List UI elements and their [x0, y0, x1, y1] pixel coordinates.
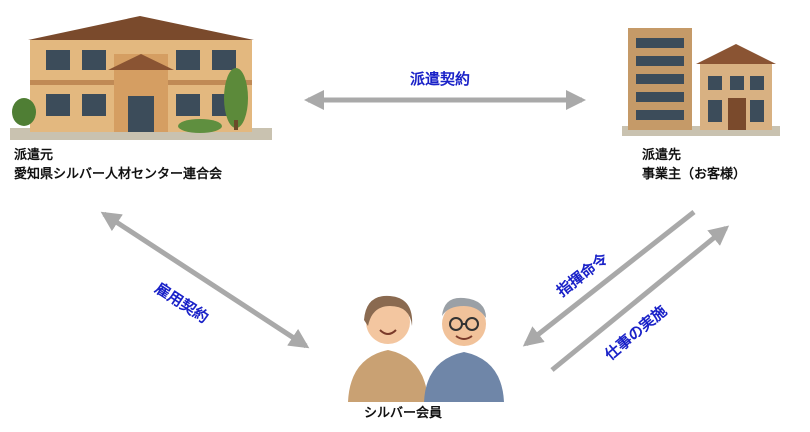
employment-contract-arrow [100, 211, 310, 349]
dispatcher-building-illustration [10, 16, 272, 140]
work-arrow [550, 225, 730, 372]
client-role: 派遣先 [642, 148, 682, 163]
dispatch-contract-label: 派遣契約 [410, 70, 471, 88]
dispatcher-label: 派遣元 愛知県シルバー人材センター連合会 [14, 146, 222, 184]
dispatcher-name: 愛知県シルバー人材センター連合会 [14, 167, 223, 182]
silver-members-illustration [348, 295, 504, 402]
dispatcher-role: 派遣元 [14, 148, 54, 163]
instruction-arrow [522, 210, 696, 347]
member-label: シルバー会員 [364, 406, 443, 421]
client-buildings-illustration [622, 28, 780, 136]
client-label: 派遣先 事業主（お客様） [642, 146, 746, 184]
client-name: 事業主（お客様） [642, 167, 747, 182]
